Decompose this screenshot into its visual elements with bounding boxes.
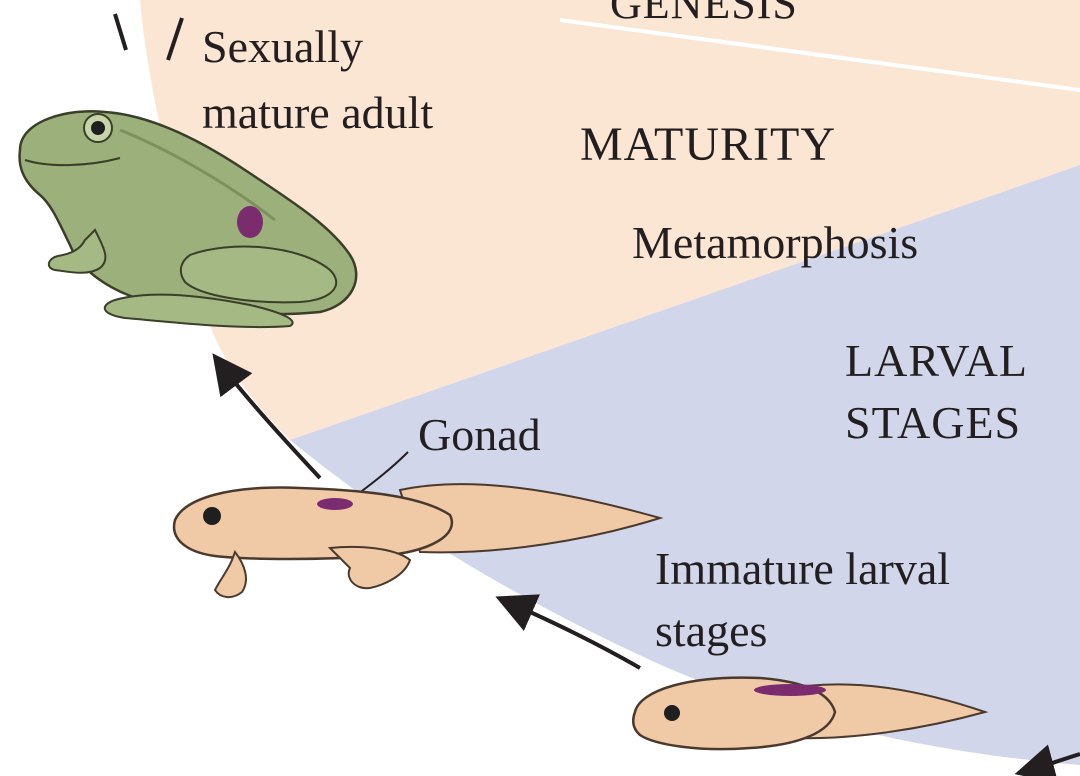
tadpole-gonad-small <box>754 684 826 696</box>
mature-adult-label: mature adult <box>202 87 433 138</box>
tadpole-gonad <box>317 498 353 510</box>
frog-pupil <box>91 121 105 135</box>
immature-larval-label-line1: Immature larval <box>655 543 950 594</box>
metamorphosis-label: Metamorphosis <box>632 217 918 268</box>
tadpole-eye-small <box>664 705 680 721</box>
larval-stages-label-line1: LARVAL <box>845 335 1028 386</box>
maturity-label: MATURITY <box>580 118 836 171</box>
genesis-label: GENESIS <box>610 0 798 28</box>
gonad-label: Gonad <box>418 409 541 460</box>
immature-larval-label-line2: stages <box>655 605 767 656</box>
larval-stages-label-line2: STAGES <box>845 397 1021 448</box>
tadpole-eye <box>203 507 221 525</box>
frog-gonad <box>237 206 263 238</box>
sexually-label: Sexually <box>202 21 363 72</box>
